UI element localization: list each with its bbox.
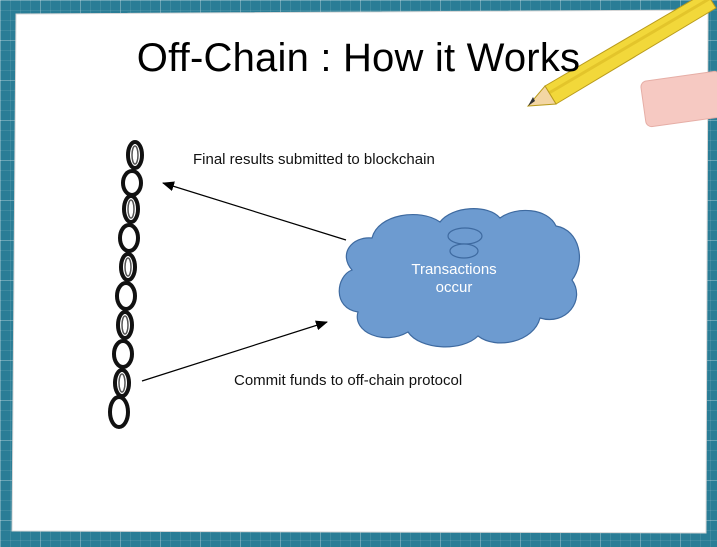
arrow-to-blockchain (162, 181, 347, 241)
arrow-label-final-results: Final results submitted to blockchain (193, 151, 435, 168)
chain-link (126, 140, 144, 170)
arrow-to-offchain (141, 320, 328, 382)
chain-link (108, 395, 130, 429)
cloud-shape (338, 208, 581, 348)
slide-title: Off-Chain : How it Works (136, 36, 581, 80)
chain-link (118, 223, 140, 253)
cloud-label: Transactions occur (384, 261, 524, 297)
cloud-label-line2: occur (435, 279, 473, 296)
arrow-label-commit-funds: Commit funds to off-chain protocol (234, 372, 463, 389)
cloud-bubble (447, 227, 483, 245)
chain-link (112, 339, 134, 369)
chain-link (116, 310, 134, 340)
cloud-label-line1: Transactions (411, 261, 497, 278)
cloud-bubble (449, 243, 479, 259)
pencil-icon (526, 0, 717, 107)
eraser-icon (640, 70, 717, 128)
chain-link (122, 194, 140, 224)
chain-link (115, 281, 137, 311)
chain-link (119, 252, 137, 282)
